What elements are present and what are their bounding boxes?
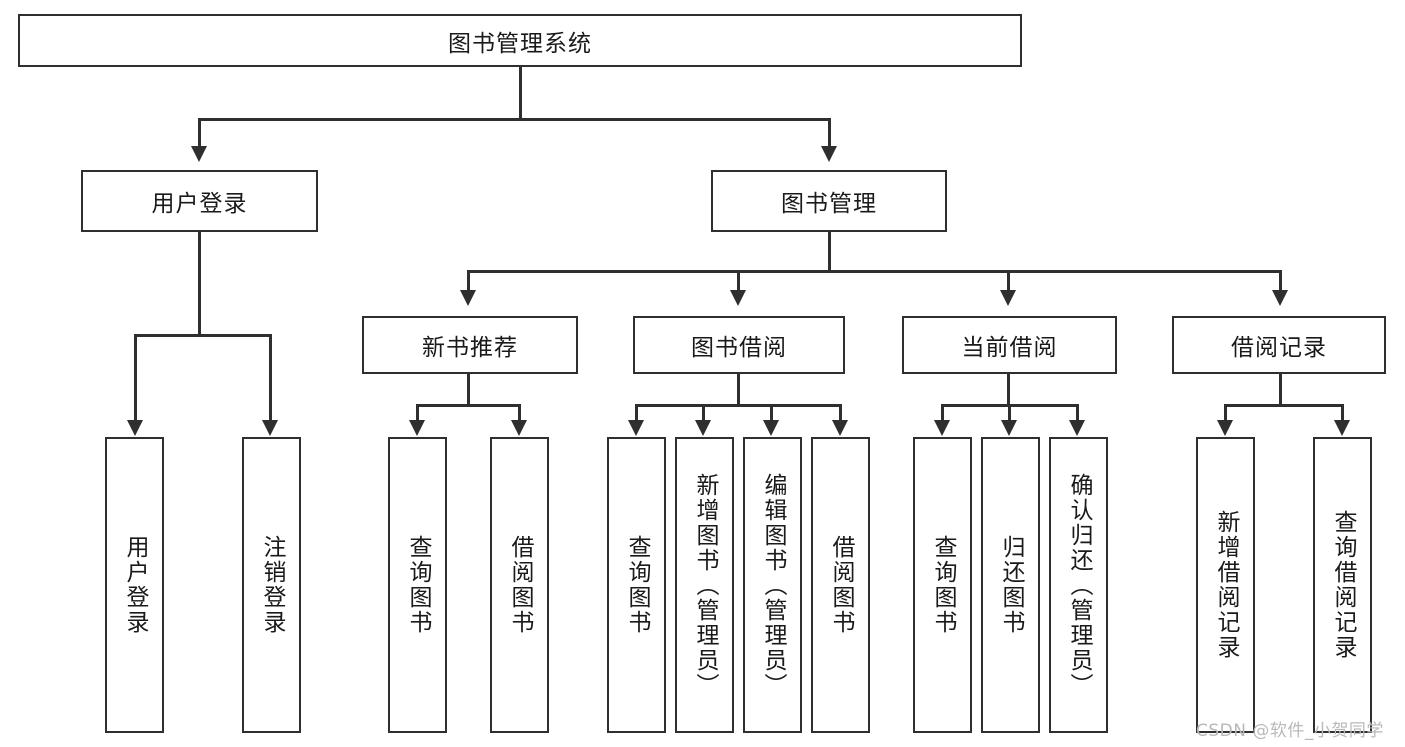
edge-book-mgmt-to-current bbox=[1007, 270, 1010, 290]
edge-user-login-to-leaf-2 bbox=[269, 334, 272, 420]
edge-book-mgmt-bus bbox=[467, 270, 1282, 273]
arrowhead-current bbox=[1000, 290, 1016, 306]
leaf-borrow-query[interactable]: 查询图书 bbox=[607, 437, 666, 733]
arrowhead-current-leaf-1 bbox=[934, 420, 950, 436]
edge-root-to-book-mgmt bbox=[828, 118, 831, 146]
arrowhead-new-book bbox=[460, 290, 476, 306]
edge-records-to-leaf-1 bbox=[1224, 404, 1227, 420]
node-root-system[interactable]: 图书管理系统 bbox=[18, 14, 1022, 67]
leaf-user-login-logout[interactable]: 注销登录 bbox=[242, 437, 301, 733]
node-borrow-records[interactable]: 借阅记录 bbox=[1172, 316, 1386, 374]
edge-current-to-leaf-1 bbox=[941, 404, 944, 420]
edge-borrow-to-leaf-2 bbox=[702, 404, 705, 420]
leaf-new-book-borrow[interactable]: 借阅图书 bbox=[490, 437, 549, 733]
node-book-management[interactable]: 图书管理 bbox=[711, 170, 947, 232]
edge-book-mgmt-to-new-book bbox=[467, 270, 470, 290]
arrowhead-user-login-leaf-1 bbox=[127, 420, 143, 436]
csdn-watermark: CSDN @软件_小贺同学 bbox=[1196, 721, 1384, 741]
edge-root-to-user-login bbox=[198, 118, 201, 146]
edge-current-stem bbox=[1007, 374, 1010, 406]
leaf-records-query[interactable]: 查询借阅记录 bbox=[1313, 437, 1372, 733]
leaf-borrow-edit-book-admin[interactable]: 编辑图书（管理员） bbox=[743, 437, 802, 733]
edge-borrow-to-leaf-3 bbox=[770, 404, 773, 420]
leaf-records-add[interactable]: 新增借阅记录 bbox=[1196, 437, 1255, 733]
node-book-borrow[interactable]: 图书借阅 bbox=[633, 316, 845, 374]
arrowhead-records bbox=[1272, 290, 1288, 306]
arrowhead-borrow-leaf-2 bbox=[695, 420, 711, 436]
node-current-borrow[interactable]: 当前借阅 bbox=[902, 316, 1117, 374]
leaf-new-book-query[interactable]: 查询图书 bbox=[388, 437, 447, 733]
edge-borrow-to-leaf-1 bbox=[635, 404, 638, 420]
edge-user-login-bus bbox=[134, 334, 272, 337]
edge-root-bus bbox=[198, 118, 831, 121]
node-new-book-recommend[interactable]: 新书推荐 bbox=[362, 316, 578, 374]
arrowhead-borrow-leaf-3 bbox=[763, 420, 779, 436]
arrowhead-new-book-leaf-2 bbox=[511, 420, 527, 436]
edge-book-mgmt-to-records bbox=[1279, 270, 1282, 290]
edge-borrow-bus bbox=[635, 404, 842, 407]
arrowhead-borrow bbox=[730, 290, 746, 306]
leaf-user-login-login[interactable]: 用户登录 bbox=[105, 437, 164, 733]
leaf-current-return[interactable]: 归还图书 bbox=[981, 437, 1040, 733]
arrowhead-current-leaf-3 bbox=[1069, 420, 1085, 436]
edge-current-to-leaf-2 bbox=[1008, 404, 1011, 420]
edge-root-stem bbox=[519, 67, 522, 119]
node-user-login[interactable]: 用户登录 bbox=[81, 170, 318, 232]
arrowhead-new-book-leaf-1 bbox=[409, 420, 425, 436]
arrowhead-borrow-leaf-4 bbox=[832, 420, 848, 436]
leaf-borrow-borrow-book[interactable]: 借阅图书 bbox=[811, 437, 870, 733]
arrowhead-records-leaf-2 bbox=[1334, 420, 1350, 436]
edge-records-stem bbox=[1279, 374, 1282, 406]
edge-records-to-leaf-2 bbox=[1341, 404, 1344, 420]
arrowhead-records-leaf-1 bbox=[1217, 420, 1233, 436]
edge-book-mgmt-stem bbox=[828, 232, 831, 272]
edge-new-book-bus bbox=[416, 404, 521, 407]
edge-new-book-to-leaf-1 bbox=[416, 404, 419, 420]
arrowhead-user-login bbox=[191, 146, 207, 162]
arrowhead-borrow-leaf-1 bbox=[628, 420, 644, 436]
arrowhead-user-login-leaf-2 bbox=[262, 420, 278, 436]
leaf-borrow-add-book-admin[interactable]: 新增图书（管理员） bbox=[675, 437, 734, 733]
leaf-current-confirm-return-admin[interactable]: 确认归还（管理员） bbox=[1049, 437, 1108, 733]
arrowhead-book-mgmt bbox=[821, 146, 837, 162]
arrowhead-current-leaf-2 bbox=[1001, 420, 1017, 436]
edge-borrow-stem bbox=[737, 374, 740, 406]
edge-new-book-stem bbox=[467, 374, 470, 406]
edge-new-book-to-leaf-2 bbox=[518, 404, 521, 420]
edge-user-login-to-leaf-1 bbox=[134, 334, 137, 420]
leaf-current-query[interactable]: 查询图书 bbox=[913, 437, 972, 733]
edge-current-to-leaf-3 bbox=[1076, 404, 1079, 420]
edge-records-bus bbox=[1224, 404, 1344, 407]
edge-borrow-to-leaf-4 bbox=[839, 404, 842, 420]
edge-book-mgmt-to-borrow bbox=[737, 270, 740, 290]
edge-user-login-stem bbox=[198, 232, 201, 336]
